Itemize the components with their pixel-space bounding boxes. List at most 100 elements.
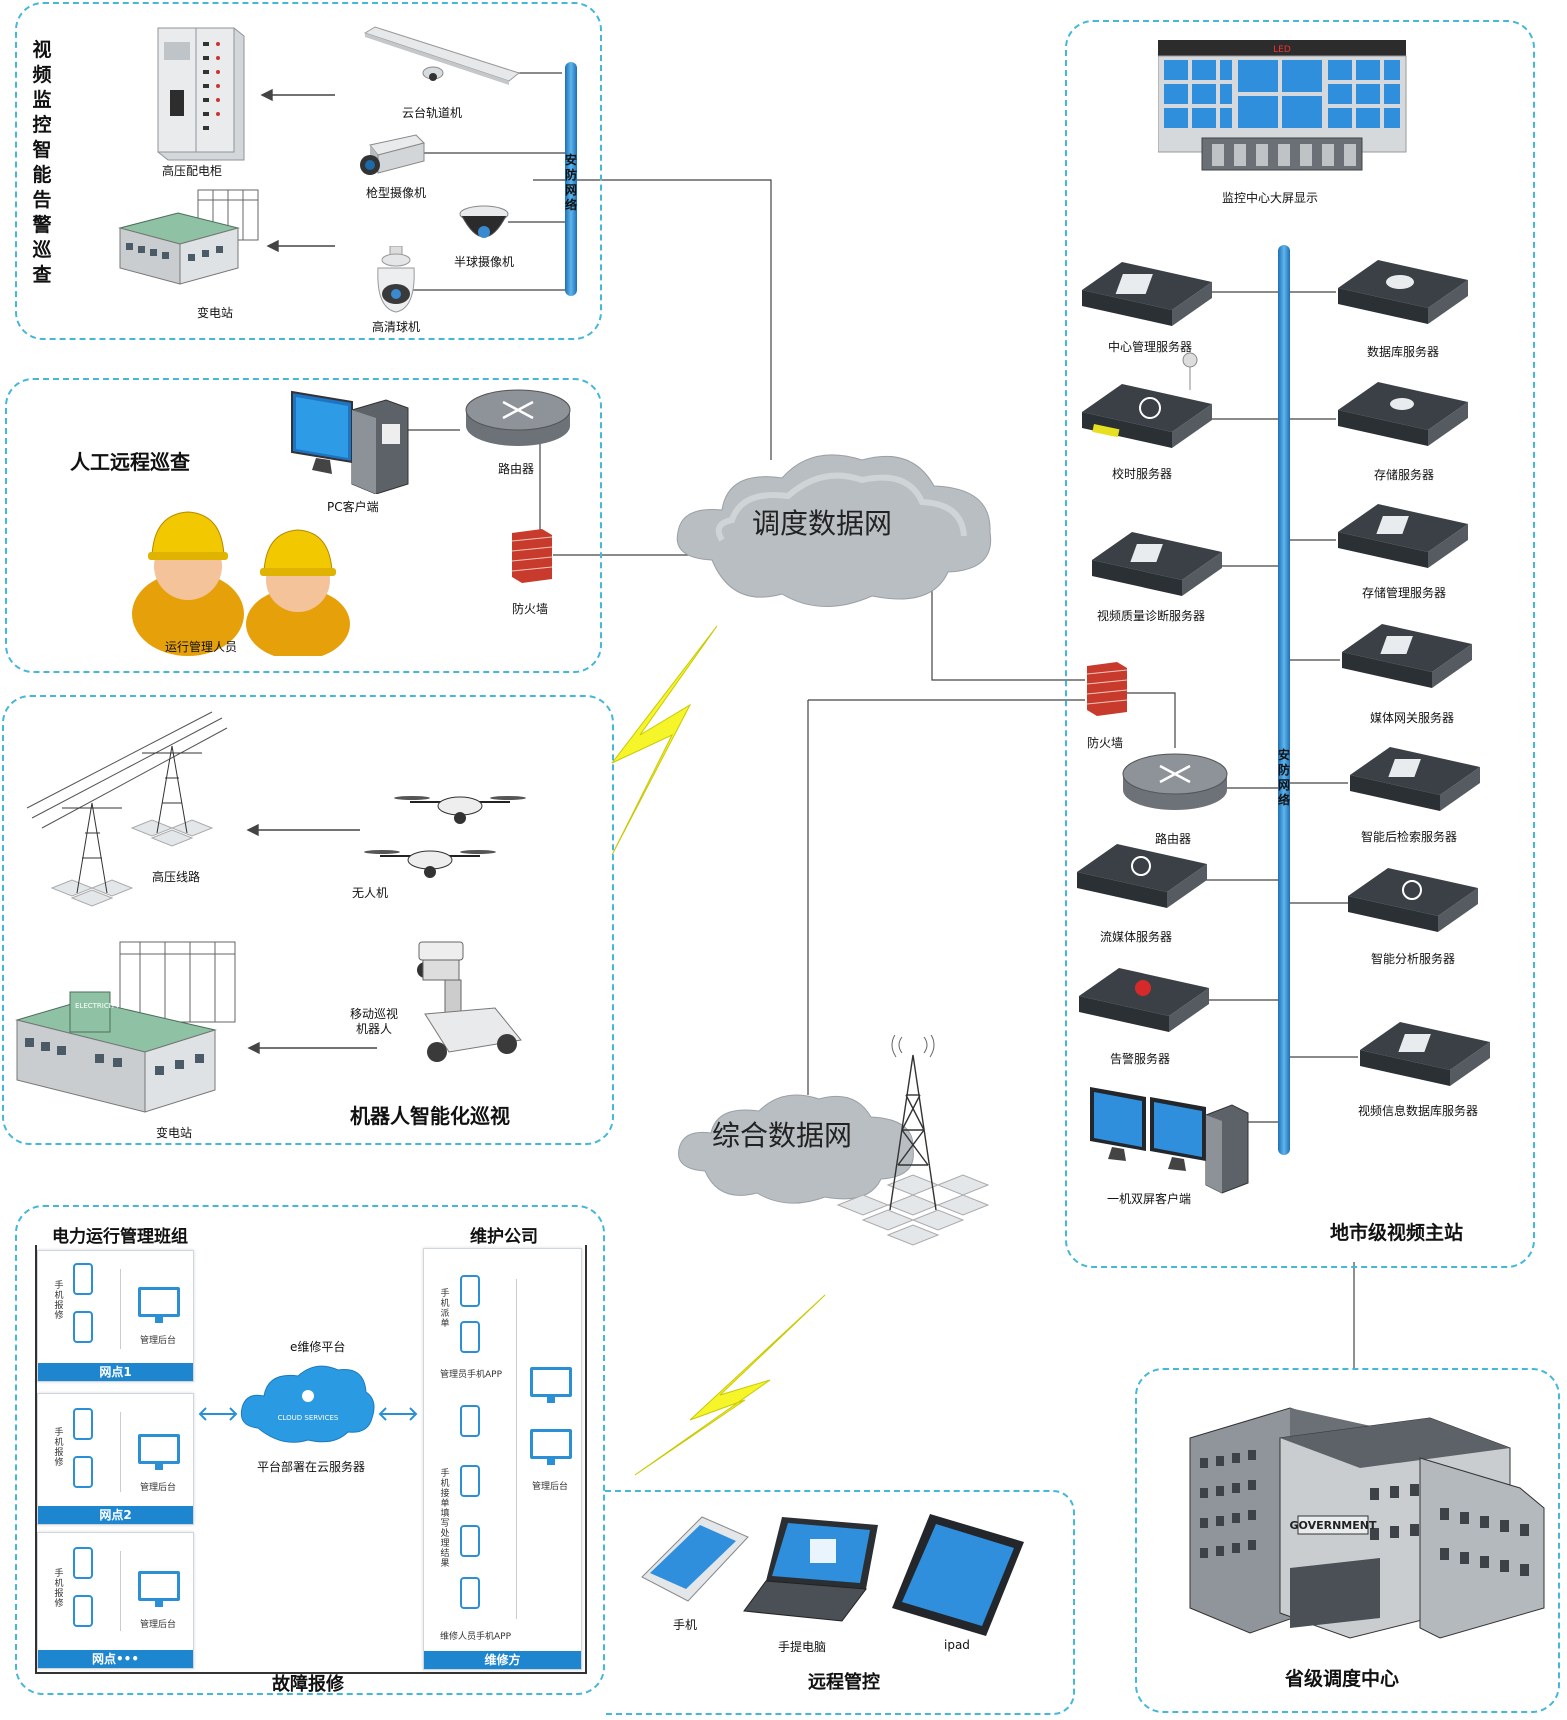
panel-video-monitoring	[15, 2, 602, 340]
analysis-server-label: 智能分析服务器	[1371, 952, 1456, 966]
panel-city-station-title: 地市级视频主站	[1330, 1222, 1464, 1244]
platform-caption: 平台部署在云服务器	[257, 1460, 366, 1474]
pc-client-icon	[291, 390, 409, 494]
panel-robot-inspection	[2, 695, 614, 1145]
vq-diag-server-label: 视频质量诊断服务器	[1097, 609, 1206, 623]
site-bar: 网点1	[38, 1363, 193, 1381]
phone-icon	[460, 1405, 480, 1437]
dual-screen-client-label: 一机双屏客户端	[1107, 1192, 1192, 1206]
transmission-tower-icon	[26, 711, 228, 907]
substation-label: 变电站	[197, 306, 234, 320]
time-server-icon	[1082, 352, 1212, 448]
panel-province-center	[1135, 1368, 1560, 1713]
monitor-icon	[530, 1429, 572, 1465]
panel-robot-inspection-title: 机器人智能化巡视	[350, 1104, 510, 1128]
platform-title: e维修平台	[290, 1340, 346, 1354]
site-bar: 网点•••	[38, 1650, 193, 1668]
link-security-to-dispatch	[533, 179, 772, 460]
site-card-1: 手机报修 管理后台 网点1	[37, 1250, 194, 1382]
ipad-icon	[892, 1514, 1024, 1636]
site-console-label: 管理后台	[140, 1483, 177, 1493]
site-card-2: 手机报修 管理后台 网点2	[37, 1393, 194, 1525]
phone-icon	[460, 1465, 480, 1497]
phone-icon	[73, 1547, 93, 1579]
cabinet-icon	[157, 27, 245, 161]
dome-camera-label: 半球摄像机	[454, 255, 515, 269]
panel-remote-control-title: 远程管控	[808, 1672, 880, 1693]
router-icon	[465, 389, 571, 446]
storage-server-icon	[1338, 382, 1468, 446]
integrated-network-cloud-icon	[678, 1094, 914, 1204]
site-console-label: 管理后台	[140, 1336, 177, 1346]
city-security-network-bus	[1278, 245, 1290, 1155]
analysis-server-icon	[1348, 868, 1478, 932]
inspection-robot-icon	[417, 941, 522, 1062]
router-label: 路由器	[498, 462, 535, 476]
firewall-icon	[511, 529, 553, 583]
smart-search-server-icon	[1350, 747, 1480, 811]
stream-server-label: 流媒体服务器	[1100, 930, 1173, 944]
site-side-label: 手机报修	[54, 1281, 64, 1321]
site-bar: 网点2	[38, 1506, 193, 1524]
phone-icon	[460, 1577, 480, 1609]
phone-icon	[73, 1408, 93, 1440]
substation-sign: ELECTRICITY	[75, 1002, 120, 1010]
monitor-icon	[138, 1571, 180, 1607]
operator-helmet-icon	[132, 511, 350, 656]
lightning-bolt-icon	[634, 1294, 826, 1476]
rail-camera-icon	[363, 26, 521, 85]
storage-mgmt-server-label: 存储管理服务器	[1362, 586, 1447, 600]
rail-camera-label: 云台轨道机	[402, 106, 463, 120]
center-mgmt-server-label: 中心管理服务器	[1108, 340, 1193, 354]
panel-city-station	[1065, 20, 1535, 1268]
security-network-label: 安防网络	[564, 153, 577, 212]
city-firewall-label: 防火墙	[1087, 736, 1124, 750]
phone-icon	[460, 1321, 480, 1353]
alarm-server-label: 告警服务器	[1110, 1052, 1171, 1066]
maint-bar: 维修方	[424, 1651, 581, 1669]
city-security-network-label: 安防网络	[1277, 748, 1290, 807]
center-mgmt-server-icon	[1082, 262, 1212, 326]
panel-manual-inspection	[5, 378, 602, 673]
substation-large-icon: ELECTRICITY	[15, 941, 236, 1113]
panel-remote-control	[605, 1490, 1075, 1715]
panel-fault-repair	[15, 1205, 605, 1695]
panel-fault-repair-title: 故障报修	[272, 1674, 344, 1695]
dispatch-network-cloud-icon	[676, 454, 992, 607]
operators-label: 运行管理人员	[165, 640, 238, 654]
maint-side-label-2: 手机接单 填写处理结果	[440, 1469, 450, 1569]
database-server-icon	[1338, 260, 1468, 324]
led-sign: LED	[1273, 45, 1291, 55]
gun-camera-label: 枪型摄像机	[366, 186, 427, 200]
monitor-icon	[138, 1434, 180, 1470]
monitor-icon	[138, 1287, 180, 1323]
maintenance-card: 手机派单 管理员手机APP 手机接单 填写处理结果 维修人员手机APP 管理后台…	[423, 1248, 582, 1670]
phone-icon	[460, 1275, 480, 1307]
storage-mgmt-server-icon	[1338, 504, 1468, 568]
cabinet-label: 高压配电柜	[162, 164, 223, 178]
bidirectional-arrow-icon	[198, 1407, 238, 1421]
hv-line-label: 高压线路	[152, 870, 201, 884]
integrated-network-label: 综合数据网	[712, 1119, 853, 1152]
city-router-icon	[1122, 753, 1228, 810]
mobile-phone-icon	[641, 1516, 749, 1602]
phone-icon	[73, 1456, 93, 1488]
fault-left-header: 电力运行管理班组	[52, 1227, 188, 1247]
video-db-server-icon	[1360, 1022, 1490, 1086]
video-db-server-label: 视频信息数据库服务器	[1358, 1104, 1479, 1118]
site-console-label: 管理后台	[140, 1620, 177, 1630]
media-gateway-server-label: 媒体网关服务器	[1370, 711, 1455, 725]
fault-right-header: 维护公司	[470, 1227, 538, 1247]
database-server-label: 数据库服务器	[1367, 345, 1440, 359]
big-screen-label: 监控中心大屏显示	[1222, 191, 1319, 205]
site-card-3: 手机报修 管理后台 网点•••	[37, 1532, 194, 1669]
dome-camera-icon	[459, 205, 509, 238]
drone-icon	[364, 796, 526, 878]
vq-diag-server-icon	[1092, 532, 1222, 596]
storage-server-label: 存储服务器	[1374, 468, 1435, 482]
phone-icon	[73, 1263, 93, 1295]
big-screen-wall-icon: LED	[1158, 40, 1407, 171]
security-network-bus	[565, 62, 577, 296]
firewall-label: 防火墙	[512, 602, 549, 616]
mobile-phone-label: 手机	[673, 1618, 698, 1632]
